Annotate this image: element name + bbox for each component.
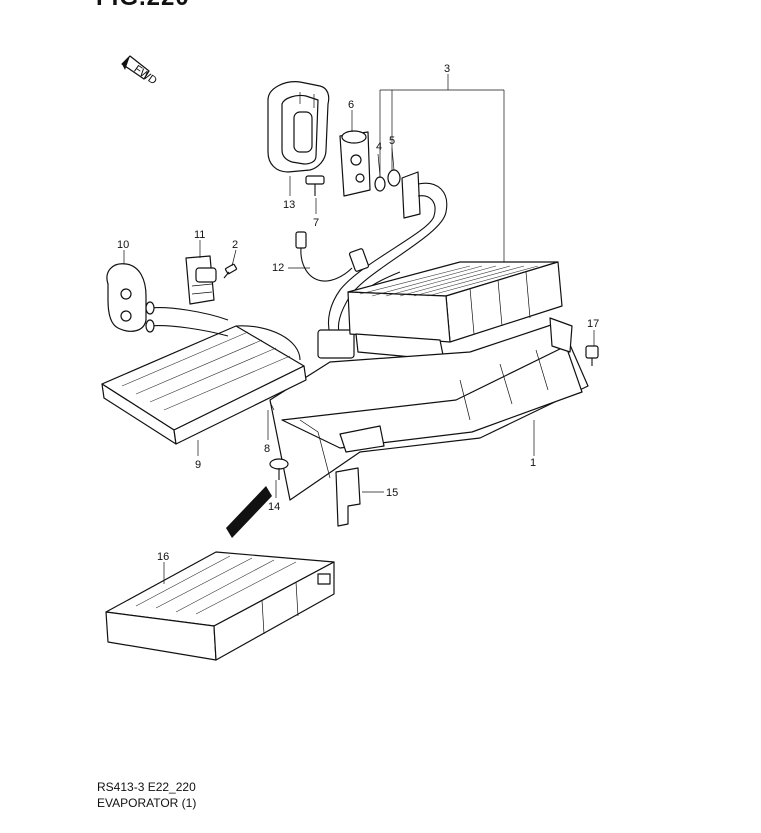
callout-15: 15 (386, 487, 398, 499)
o-ring-part-5 (387, 169, 401, 187)
screw-part-14 (269, 458, 289, 480)
callout-1: 1 (530, 457, 536, 469)
seal-grommet-part (267, 81, 330, 173)
refrigerant-pipes (317, 171, 448, 359)
fwd-arrow-icon: FWD (121, 55, 159, 87)
callout-4: 4 (376, 141, 382, 153)
o-ring-part-4 (374, 176, 386, 192)
callout-8: 8 (264, 443, 270, 455)
callout-3: 3 (444, 63, 450, 75)
svg-text:FWD: FWD (131, 63, 158, 87)
callout-5: 5 (389, 135, 395, 147)
evaporator-core-part (347, 261, 563, 361)
page-title: FIG.220 (96, 0, 190, 12)
direction-pointer-icon (226, 486, 272, 538)
callout-11: 11 (194, 229, 205, 241)
callout-12: 12 (272, 262, 284, 274)
callout-10: 10 (117, 239, 129, 251)
callout-9: 9 (195, 459, 201, 471)
air-filter-part (105, 551, 335, 661)
expansion-valve-part (339, 130, 371, 197)
evaporator-case-part (269, 317, 589, 501)
callout-labels: 3 6 4 5 13 7 10 11 2 12 17 8 9 1 15 14 1… (117, 63, 599, 563)
heater-core-part (101, 301, 307, 445)
callout-14: 14 (268, 501, 280, 513)
bracket-part-15 (335, 467, 361, 527)
wire-harness-part (295, 231, 370, 282)
callout-17: 17 (587, 318, 599, 330)
hose-joint-part (185, 255, 217, 305)
diagram-code: RS413-3 E22_220 (97, 780, 196, 794)
callout-2: 2 (232, 239, 238, 251)
line-part-8 (269, 401, 275, 411)
diagram-name: EVAPORATOR (1) (97, 796, 197, 810)
bolt-part-7 (305, 175, 325, 196)
clip-part-17 (585, 345, 599, 366)
callout-6: 6 (348, 99, 354, 111)
callout-7: 7 (313, 217, 319, 229)
leader-lines (123, 74, 595, 584)
seal-pad-part (106, 263, 147, 332)
screw-part-2 (223, 263, 238, 279)
callout-13: 13 (283, 199, 295, 211)
callout-16: 16 (157, 551, 169, 563)
